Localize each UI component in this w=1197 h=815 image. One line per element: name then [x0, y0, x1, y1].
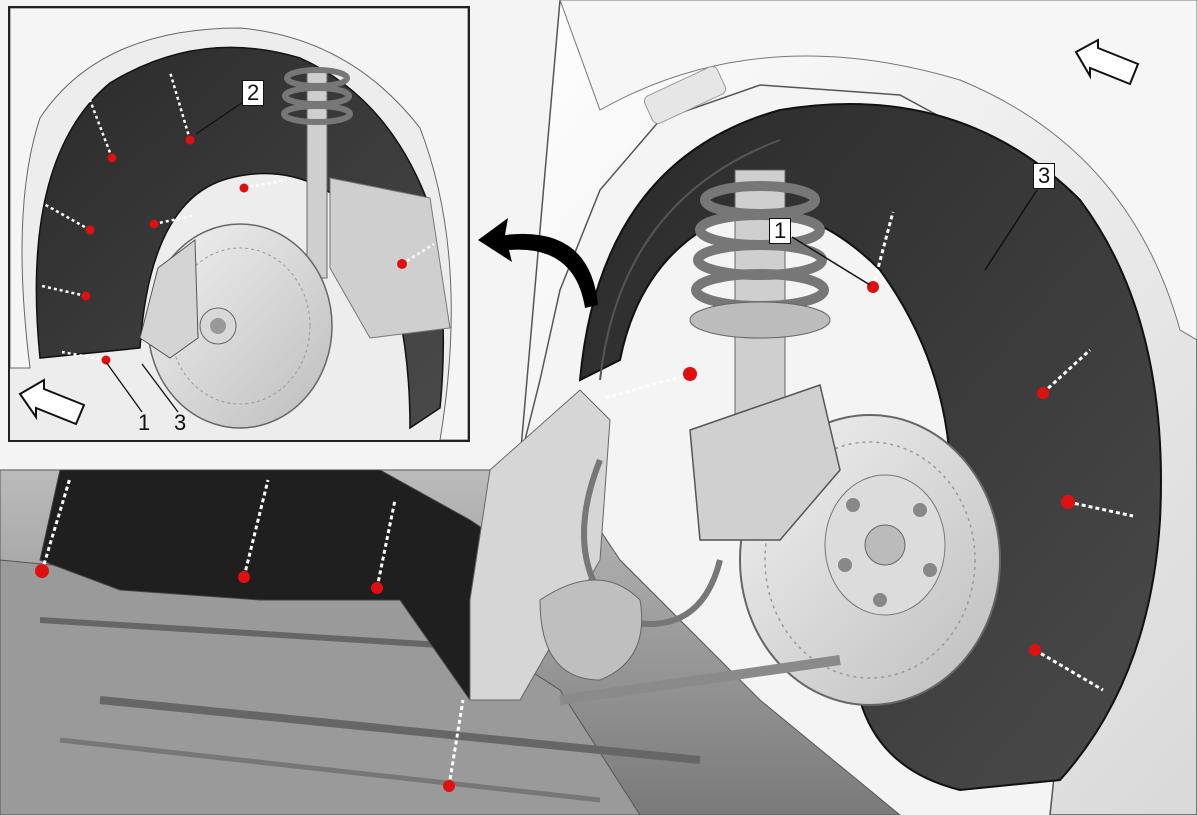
steering-rack — [99, 696, 701, 764]
detail-knuckle — [329, 177, 451, 339]
fastener-shield-4 — [443, 699, 465, 792]
curved-arrow-icon — [478, 218, 598, 308]
detail-leader-3 — [141, 363, 179, 413]
main-fasteners — [35, 211, 1134, 792]
brake-caliper — [689, 384, 841, 541]
detail-fastener-3 — [239, 178, 287, 193]
fender-panel — [559, 0, 1197, 341]
callout-2-detail: 2 — [242, 80, 265, 106]
detail-view — [10, 8, 468, 440]
detail-leader-1 — [105, 361, 143, 413]
fastener-liner-upper — [867, 211, 895, 293]
detail-fender — [10, 8, 468, 440]
callout-3-main: 3 — [1033, 163, 1056, 189]
fastener-liner-front — [604, 367, 697, 400]
callout-1-detail: 1 — [138, 410, 151, 435]
detail-fastener-4 — [43, 202, 95, 235]
callout-1-main: 1 — [769, 218, 792, 244]
fastener-shield-3 — [371, 499, 397, 594]
fastener-liner-rear-3 — [1029, 644, 1104, 692]
leader-line-1 — [791, 236, 871, 286]
fastener-liner-rear-2 — [1061, 495, 1134, 518]
detail-fasteners — [41, 71, 435, 365]
detail-fastener-5 — [149, 214, 193, 229]
fastener-shield-2 — [238, 479, 270, 583]
outline-arrow-icon — [1074, 38, 1140, 86]
liner-edge — [599, 139, 781, 381]
detail-caliper — [139, 239, 199, 359]
underbody-rail — [59, 737, 601, 803]
detail-outline-arrow-icon — [18, 378, 86, 426]
detail-inset: 2 1 3 — [8, 6, 470, 442]
fastener-liner-rear-1 — [1037, 348, 1092, 399]
detail-strut — [281, 67, 353, 279]
callout-3-detail: 3 — [174, 410, 187, 435]
knuckle — [539, 579, 643, 681]
fastener-shield-1 — [35, 477, 72, 578]
detail-leader-2 — [195, 99, 247, 135]
detail-fastener-7 — [397, 242, 435, 269]
leader-line-3 — [984, 189, 1038, 271]
side-marker — [643, 65, 727, 125]
detail-fastener-6 — [41, 284, 91, 301]
detail-fastener-1 — [88, 99, 117, 163]
detail-fastener-2 — [168, 71, 195, 145]
detail-fastener-8 — [61, 350, 111, 365]
wheelhouse-liner — [578, 103, 1162, 792]
tie-rod — [559, 655, 841, 705]
